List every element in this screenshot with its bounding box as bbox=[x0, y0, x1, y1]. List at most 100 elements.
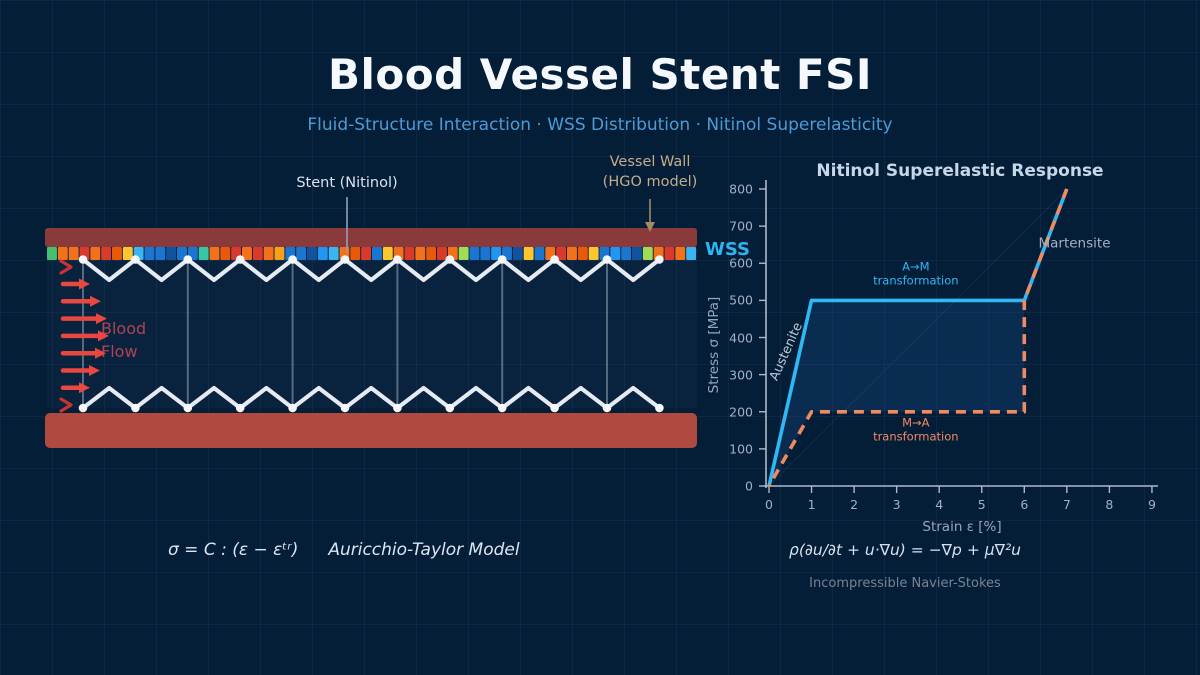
stent-zigzag-top bbox=[80, 257, 662, 283]
stent-node bbox=[288, 403, 297, 413]
wss-strip-segment bbox=[664, 247, 675, 260]
blood-flow-arrowhead bbox=[79, 278, 90, 290]
stent-node bbox=[183, 403, 193, 413]
x-axis-label: Strain ε [%] bbox=[922, 519, 1002, 535]
wss-strip-segment bbox=[242, 247, 252, 260]
stent-node bbox=[288, 255, 297, 264]
y-tick-label: 100 bbox=[729, 441, 753, 457]
wss-strip-segment bbox=[415, 247, 426, 260]
wss-strip-segment bbox=[382, 247, 393, 260]
wss-strip-segment bbox=[372, 247, 382, 260]
wss-strip-segment bbox=[610, 247, 621, 260]
x-tick-label: 2 bbox=[850, 497, 859, 512]
stent-node bbox=[235, 255, 245, 264]
wss-strip-segment bbox=[166, 247, 177, 260]
stent-node bbox=[602, 403, 612, 413]
wss-strip-segment bbox=[675, 247, 686, 260]
stent-node bbox=[131, 403, 140, 413]
wss-label: WSS bbox=[705, 239, 750, 260]
wss-strip-segment bbox=[480, 247, 491, 260]
blood-flow-arrowhead bbox=[90, 295, 101, 307]
wss-strip-segment bbox=[567, 247, 577, 260]
wss-strip-segment bbox=[155, 247, 166, 260]
wss-strip-segment bbox=[122, 247, 133, 260]
constitutive-formula: σ = C : (ε − εᵗʳ) bbox=[168, 540, 299, 560]
chart-title: Nitinol Superelastic Response bbox=[816, 161, 1104, 181]
blood-flow-arrowhead bbox=[98, 330, 109, 342]
x-tick-label: 0 bbox=[765, 497, 773, 512]
lumen bbox=[47, 260, 697, 408]
stent-node bbox=[602, 255, 612, 264]
stent-label: Stent (Nitinol) bbox=[296, 175, 398, 191]
wss-strip-segment bbox=[642, 247, 653, 260]
wss-strip-segment bbox=[632, 247, 642, 260]
vessel-wall-pointer-head bbox=[645, 222, 655, 232]
stent-node bbox=[235, 403, 245, 413]
wss-strip-segment bbox=[198, 247, 209, 260]
stent-node bbox=[550, 255, 559, 264]
wss-strip-segment bbox=[177, 247, 187, 260]
blood-flow-label-line1: Blood bbox=[101, 317, 146, 340]
stent-node bbox=[340, 403, 350, 413]
wss-strip-segment bbox=[144, 247, 155, 260]
x-tick-label: 4 bbox=[935, 497, 944, 512]
stent-node bbox=[497, 255, 507, 264]
stent-node bbox=[78, 255, 88, 264]
stent-node bbox=[655, 403, 664, 413]
wss-strip-segment bbox=[426, 247, 437, 260]
wss-strip-segment bbox=[57, 247, 68, 260]
blood-flow-arrowhead bbox=[79, 382, 90, 394]
stent-node bbox=[655, 255, 664, 264]
wss-strip-segment bbox=[68, 247, 79, 260]
page-title: Blood Vessel Stent FSI bbox=[328, 50, 872, 99]
vessel-wall-label: Vessel Wall (HGO model) bbox=[560, 152, 740, 193]
wss-strip-segment bbox=[252, 247, 263, 260]
chart-annotation-line: transformation bbox=[873, 273, 959, 288]
wss-strip-segment bbox=[350, 247, 361, 260]
vessel-wall-label-line2: (HGO model) bbox=[602, 174, 698, 191]
wss-strip-segment bbox=[220, 247, 231, 260]
blood-flow-chevron bbox=[59, 259, 73, 275]
page-subtitle: Fluid-Structure Interaction · WSS Distri… bbox=[307, 115, 893, 135]
y-tick-label: 0 bbox=[745, 478, 753, 494]
wss-strip-segment bbox=[101, 247, 112, 260]
y-tick-label: 400 bbox=[729, 330, 753, 345]
x-tick-label: 7 bbox=[1062, 497, 1071, 512]
wss-strip-segment bbox=[296, 247, 307, 260]
y-tick-label: 800 bbox=[729, 181, 753, 197]
wss-strip-segment bbox=[621, 247, 632, 260]
wss-strip-segment bbox=[491, 247, 502, 260]
wss-strip-segment bbox=[361, 247, 372, 260]
hysteresis-edge bbox=[768, 188, 1068, 487]
y-tick-label: 500 bbox=[729, 292, 753, 308]
wss-strip-segment bbox=[437, 247, 447, 260]
x-tick-label: 1 bbox=[807, 497, 816, 512]
chart-annotation-line: transformation bbox=[873, 429, 959, 444]
vessel-wall-bottom bbox=[45, 413, 697, 448]
chart-unloading-curve bbox=[767, 188, 1069, 487]
blood-flow-arrowhead bbox=[95, 347, 106, 359]
y-tick-label: 200 bbox=[729, 404, 753, 420]
wss-strip-segment bbox=[523, 247, 534, 260]
y-tick-label: 300 bbox=[729, 367, 753, 383]
x-tick-label: 6 bbox=[1020, 497, 1029, 512]
x-tick-label: 8 bbox=[1105, 497, 1114, 512]
stent-node bbox=[340, 255, 350, 264]
stress-strain-chart: Nitinol Superelastic Response Stress σ [… bbox=[700, 150, 1200, 550]
x-tick-label: 3 bbox=[892, 497, 901, 512]
y-tick-label: 700 bbox=[729, 218, 753, 234]
wss-strip-segment bbox=[328, 247, 339, 260]
wss-strip-segment bbox=[307, 247, 317, 260]
wss-strip-segment bbox=[47, 247, 57, 260]
chart-canvas bbox=[759, 180, 1158, 493]
stent-node bbox=[183, 255, 193, 264]
wss-strip-segment bbox=[458, 247, 469, 260]
vessel-wall-top bbox=[45, 228, 697, 247]
chart-annotation-line: M→A bbox=[902, 415, 930, 430]
blood-flow-chevron bbox=[59, 397, 73, 413]
wss-strip-segment bbox=[112, 247, 122, 260]
stent-node bbox=[445, 403, 455, 413]
stent-zigzag-bottom bbox=[80, 385, 662, 411]
